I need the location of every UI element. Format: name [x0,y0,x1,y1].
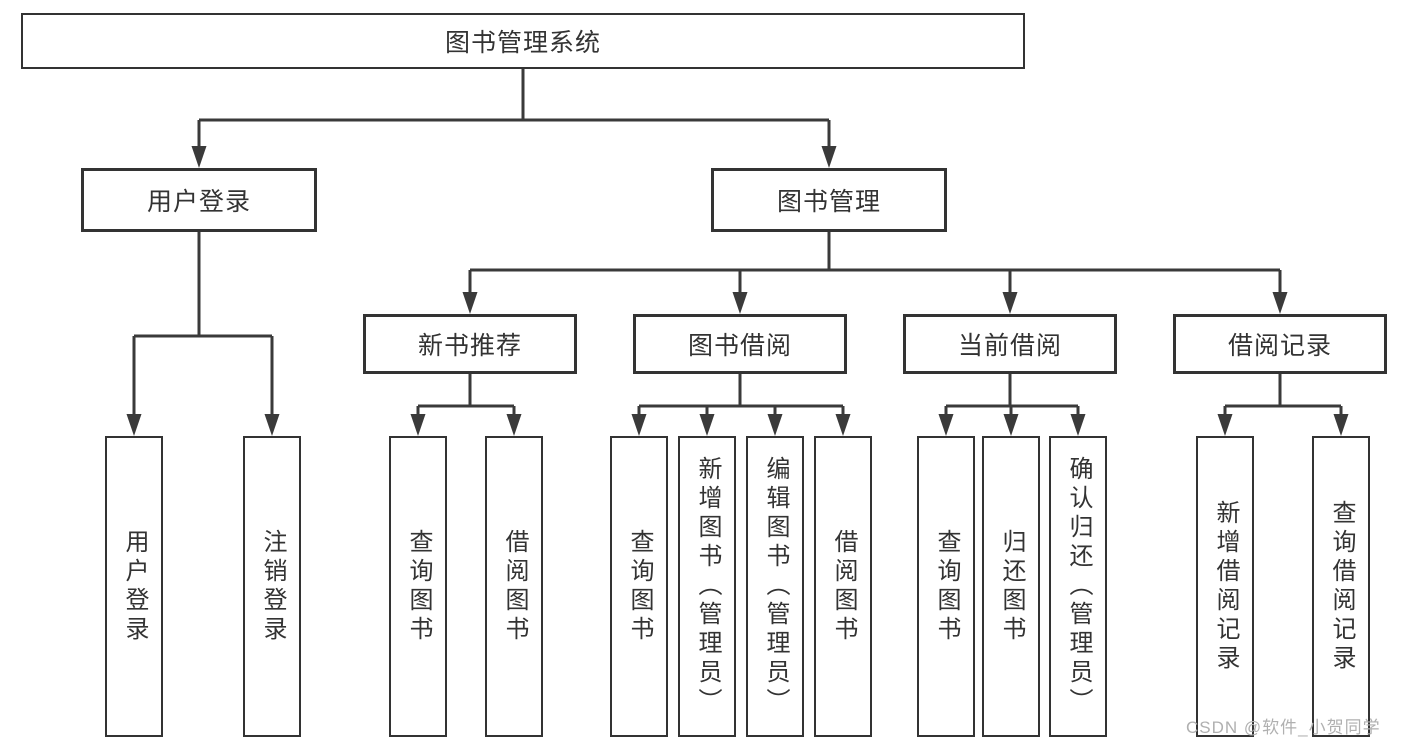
node-label: 查询图书 [933,528,960,645]
node-label: 归还图书 [998,528,1025,645]
leaf-return-book: 归还图书 [982,436,1040,737]
arrowhead [1272,292,1288,314]
connector-root [197,69,831,147]
leaf-edit-book-admin: 编辑图书（管理员） [746,436,804,737]
arrowhead [732,292,748,314]
leaf-query-books-recommend: 查询图书 [389,436,447,737]
connector-new-book-recommend [416,374,516,415]
arrowhead [631,414,647,436]
connector-current-borrow [944,374,1080,415]
arrowhead [462,292,478,314]
node-new-book-recommend: 新书推荐 [363,314,577,374]
leaf-logout: 注销登录 [243,436,301,737]
node-label: 注销登录 [259,528,286,645]
arrowhead [126,414,142,436]
watermark: CSDN @软件_小贺同学 [1186,718,1381,737]
arrowhead [835,414,851,436]
node-label: 新增借阅记录 [1212,499,1239,674]
connector-book-borrow [637,374,845,415]
arrowhead [1333,414,1349,436]
node-book-borrow: 图书借阅 [633,314,847,374]
node-label: 借阅记录 [1227,332,1332,360]
node-current-borrow: 当前借阅 [903,314,1117,374]
node-label: 编辑图书（管理员） [762,456,789,717]
arrowhead [938,414,954,436]
arrowhead [767,414,783,436]
arrowhead [699,414,715,436]
node-label: 用户登录 [146,188,251,216]
node-label: 当前借阅 [957,332,1062,360]
leaf-borrow-books: 借阅图书 [814,436,872,737]
node-label: 图书管理 [776,188,881,216]
connector-borrow-records [1223,374,1343,415]
node-label: 新增图书（管理员） [694,456,721,717]
arrowhead [410,414,426,436]
node-label: 新书推荐 [417,332,522,360]
node-label: 确认归还（管理员） [1065,456,1092,717]
leaf-add-borrow-record: 新增借阅记录 [1196,436,1254,737]
leaf-borrow-books-recommend: 借阅图书 [485,436,543,737]
arrowhead [821,146,837,168]
connector-book-management [468,232,1282,293]
leaf-query-books-current: 查询图书 [917,436,975,737]
leaf-query-books-borrow: 查询图书 [610,436,668,737]
node-label: 查询图书 [626,528,653,645]
leaf-user-login: 用户登录 [105,436,163,737]
arrowhead [1217,414,1233,436]
node-label: 查询图书 [405,528,432,645]
arrowhead [1003,414,1019,436]
node-root: 图书管理系统 [21,13,1025,69]
node-user-login: 用户登录 [81,168,317,232]
arrowhead [506,414,522,436]
leaf-query-borrow-record: 查询借阅记录 [1312,436,1370,737]
node-label: 借阅图书 [830,528,857,645]
leaf-confirm-return-admin: 确认归还（管理员） [1049,436,1107,737]
node-label: 借阅图书 [501,528,528,645]
node-borrow-records: 借阅记录 [1173,314,1387,374]
arrowhead [264,414,280,436]
arrowhead [1002,292,1018,314]
node-label: 图书借阅 [687,332,792,360]
arrowhead [1070,414,1086,436]
arrowhead [191,146,207,168]
node-label: 图书管理系统 [444,29,601,57]
node-label: 查询借阅记录 [1328,499,1355,674]
connector-user-login [132,232,274,415]
node-book-management: 图书管理 [711,168,947,232]
node-label: 用户登录 [121,528,148,645]
leaf-add-book-admin: 新增图书（管理员） [678,436,736,737]
